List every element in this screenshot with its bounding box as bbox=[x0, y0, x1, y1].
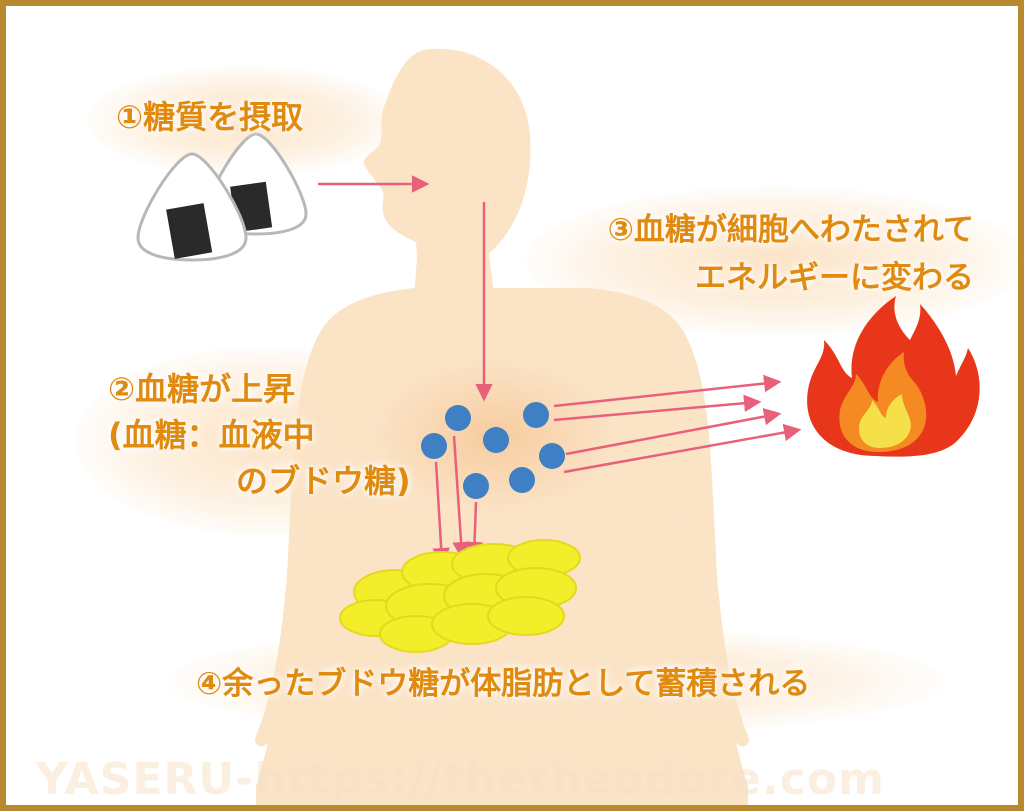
step4-label: ④余ったブドウ糖が体脂肪として蓄積される bbox=[196, 666, 811, 702]
glucose-dot bbox=[509, 467, 535, 493]
glucose-dots bbox=[421, 402, 565, 499]
fat-cells bbox=[339, 539, 581, 653]
flow-arrows bbox=[318, 175, 802, 566]
flame-icon bbox=[807, 296, 980, 457]
glucose-dot bbox=[523, 402, 549, 428]
step2-line3: のブドウ糖) bbox=[236, 462, 411, 500]
step3-line2: エネルギーに変わる bbox=[695, 260, 974, 296]
arrow-to-fat-1 bbox=[432, 461, 450, 566]
step2-label: ②血糖が上昇 (血糖：血液中 のブドウ糖) bbox=[108, 366, 411, 504]
glucose-dot bbox=[463, 473, 489, 499]
step1-label: ①糖質を摂取 bbox=[116, 98, 304, 136]
glucose-dot bbox=[483, 427, 509, 453]
step2-line1: ②血糖が上昇 bbox=[108, 370, 296, 408]
watermark: YASERU-https://thetheodore.com bbox=[36, 754, 885, 805]
onigiri-icon bbox=[136, 132, 308, 262]
glucose-dot bbox=[445, 405, 471, 431]
step2-line2: (血糖：血液中 bbox=[108, 416, 315, 454]
step3-line1: ③血糖が細胞へわたされて bbox=[607, 212, 974, 248]
arrow-to-fire-4 bbox=[563, 423, 802, 474]
glucose-dot bbox=[539, 443, 565, 469]
glucose-dot bbox=[421, 433, 447, 459]
step3-label: ③血糖が細胞へわたされて エネルギーに変わる bbox=[608, 206, 974, 302]
arrow-to-fat-2 bbox=[452, 435, 470, 560]
arrow-to-fire-2 bbox=[553, 394, 762, 422]
arrow-to-fire-3 bbox=[565, 407, 782, 456]
arrow-to-fire-1 bbox=[553, 374, 782, 408]
diagram-illustration bbox=[136, 48, 980, 805]
